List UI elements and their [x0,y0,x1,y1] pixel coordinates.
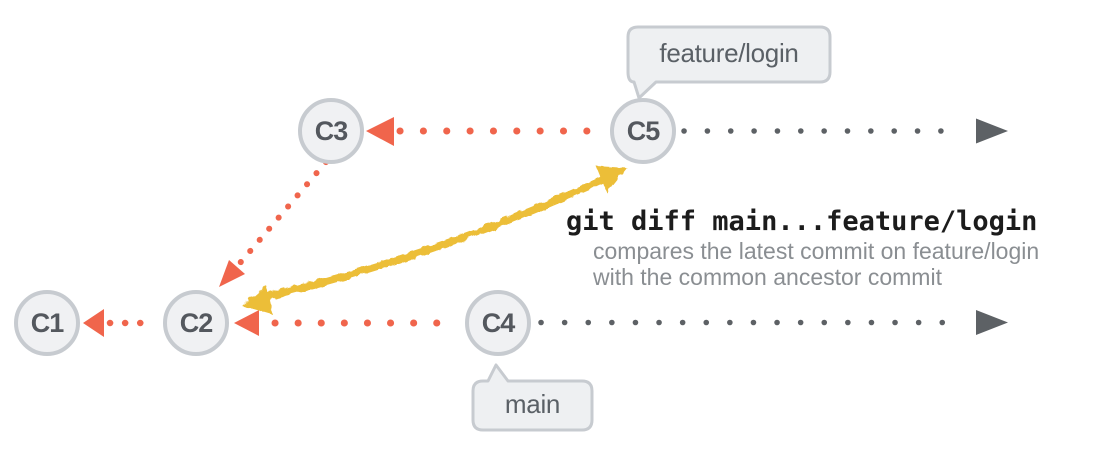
commit-label: C4 [481,307,516,338]
parent-arrow-c3-to-c2 [219,159,329,287]
commit-label: C1 [30,307,65,338]
parent-arrow-c5-to-c3 [366,117,604,146]
branch-label-feature-login: feature/login [659,38,799,68]
parent-arrow-c2-to-c1 [83,309,159,337]
main-bubble-shape [471,363,594,432]
commit-node-c3: C3 [298,98,364,164]
git-command-text: git diff main...feature/login [566,206,1038,237]
red-arrowhead-icon-c2-left [234,310,259,336]
red-arrowhead-icon-c1 [83,309,104,337]
red-arrowhead-icon-c2-top [219,260,245,287]
description-line-1: compares the latest commit on feature/lo… [593,238,1040,264]
commit-node-c2: C2 [163,290,229,356]
diff-arrow-shaft [248,168,624,304]
commit-node-c1: C1 [14,290,80,356]
branch-label-main: main [504,389,561,419]
timeline-arrowhead-icon-bottom [976,310,1008,335]
diff-range-arrow [242,166,627,315]
commit-node-c4: C4 [465,290,531,356]
feature-login-bubble-shape [626,25,832,100]
parent-arrow-c4-to-c2 [234,310,463,336]
diff-arrowhead-icon-right [596,166,627,193]
diff-arrowhead-icon-left [242,285,273,315]
commit-label: C3 [314,115,349,146]
commit-label: C2 [179,307,214,338]
dotted-line-c3-c2 [237,159,329,266]
commit-node-c5: C5 [610,98,676,164]
timeline-arrow-top [681,118,1008,144]
timeline-arrow-bottom [538,310,1008,335]
commit-label: C5 [626,115,661,146]
timeline-arrowhead-icon-top [976,118,1008,144]
command-description: compares the latest commit on feature/lo… [593,238,1039,290]
red-arrowhead-icon-c3 [366,117,394,146]
description-line-2: with the common ancestor commit [593,264,942,290]
